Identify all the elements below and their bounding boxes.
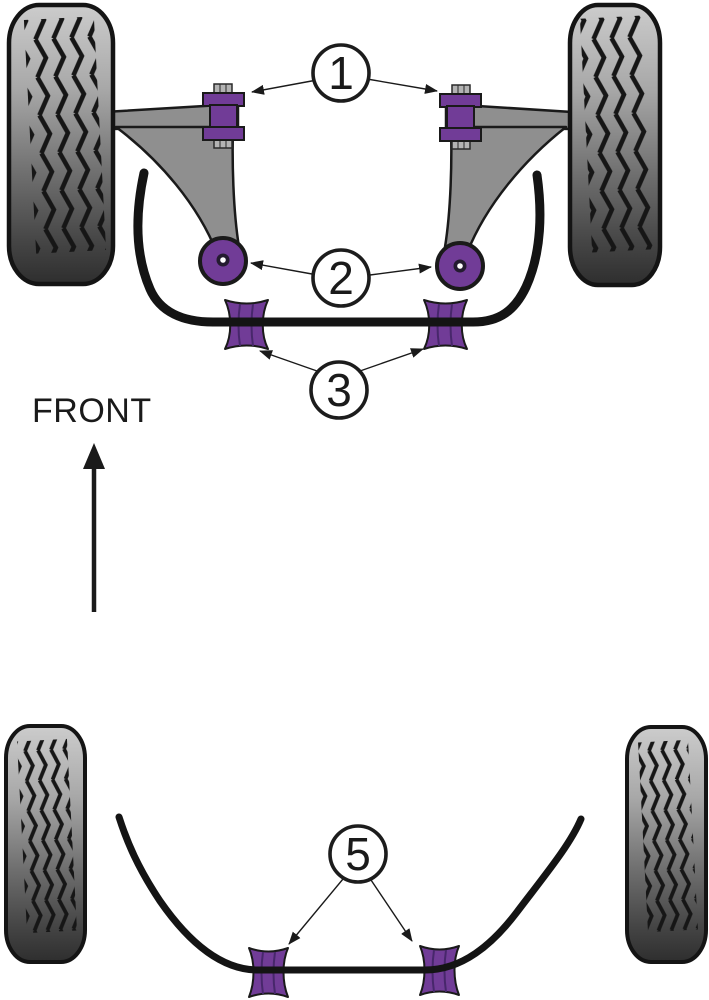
tire-tread — [17, 738, 77, 934]
callout-2: 2 — [250, 248, 432, 308]
tire-rear-left — [4, 724, 87, 964]
front-arm-bushing-right — [439, 84, 482, 150]
callout-circle — [328, 824, 388, 884]
control-arm-right — [443, 102, 574, 255]
front-suspension-view: 1 2 3 FRONT — [6, 2, 663, 612]
tire-rear-right — [625, 725, 708, 964]
tire-front-left — [6, 2, 116, 287]
bolt-head — [213, 83, 233, 94]
tire-front-right — [567, 2, 663, 288]
callout-3-number: 3 — [326, 364, 352, 416]
rear-suspension-view: 5 — [4, 724, 708, 998]
bushing-flange-bottom — [439, 127, 482, 142]
front-direction-label: FRONT — [32, 392, 152, 430]
callout-circle — [311, 43, 371, 103]
bushing-core-dot — [220, 257, 226, 263]
bolt-head — [451, 84, 471, 95]
callout-circle — [309, 360, 369, 420]
front-anti-roll-bar — [133, 168, 545, 327]
tire-tread — [579, 15, 655, 253]
tire-tread — [23, 16, 107, 254]
callout-5-number: 5 — [345, 828, 371, 880]
front-arm-bushing-left — [202, 83, 245, 149]
front-direction-indicator: FRONT — [32, 392, 152, 612]
callout-3: 3 — [259, 348, 424, 420]
front-direction-arrow-head — [83, 443, 105, 469]
rear-arm-bushing-left — [198, 236, 248, 286]
rear-arm-bushing-right — [435, 241, 485, 291]
callout-circle — [311, 248, 371, 308]
rear-anti-roll-bar — [115, 813, 585, 974]
callout-1: 1 — [251, 43, 438, 103]
tire-tread — [638, 739, 698, 933]
callout-1-number: 1 — [328, 47, 354, 99]
bushing-barrel — [209, 104, 238, 129]
bushing-flange-bottom — [202, 126, 245, 141]
callout-5: 5 — [288, 824, 413, 945]
callout-2-number: 2 — [328, 252, 354, 304]
bushing-barrel — [446, 105, 475, 130]
bushing-core-dot — [457, 263, 463, 269]
